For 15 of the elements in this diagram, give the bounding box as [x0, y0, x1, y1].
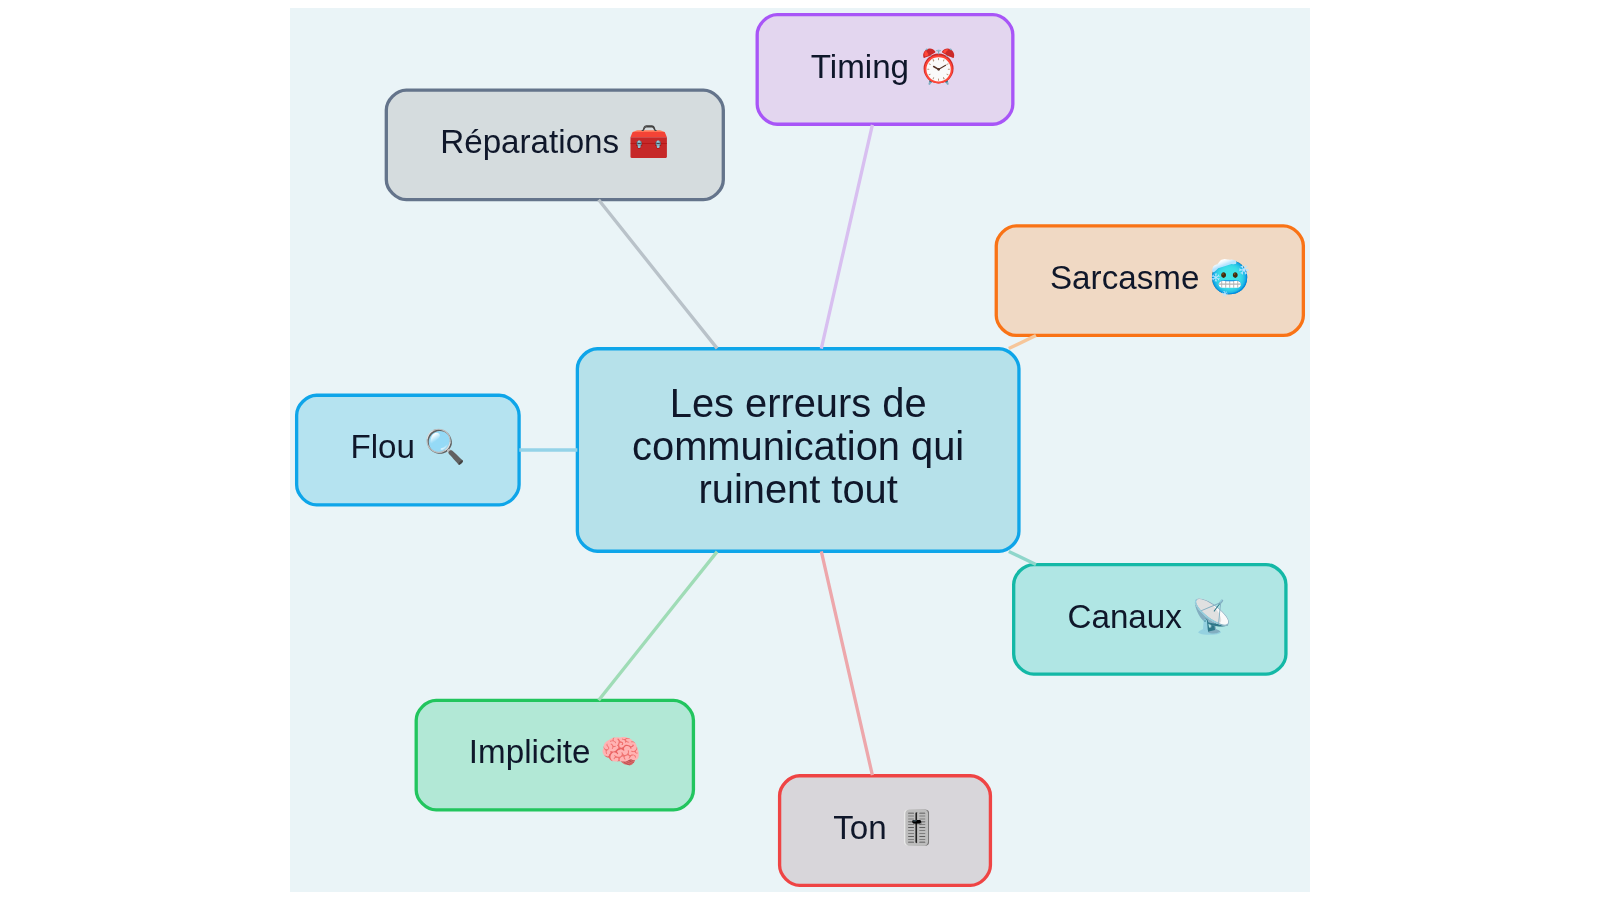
connector	[1008, 334, 1037, 351]
connector	[597, 550, 719, 702]
node-box: Les erreurs de communication qui ruinent tout	[575, 347, 1021, 553]
node-box: Sarcasme 🥶	[994, 224, 1305, 338]
node-box: Ton 🎚	[777, 774, 993, 887]
node-box: Canaux 📡	[1012, 562, 1288, 676]
connector	[819, 551, 874, 776]
node-box: Implicite 🧠	[414, 698, 696, 812]
node-box: Flou 🔍	[294, 393, 521, 507]
connector	[597, 198, 719, 350]
connector	[519, 448, 578, 452]
node-box: Réparations 🧰	[384, 88, 725, 202]
connector	[1008, 549, 1037, 566]
connector	[819, 124, 874, 349]
node-box: Timing ⏰	[755, 13, 1015, 126]
